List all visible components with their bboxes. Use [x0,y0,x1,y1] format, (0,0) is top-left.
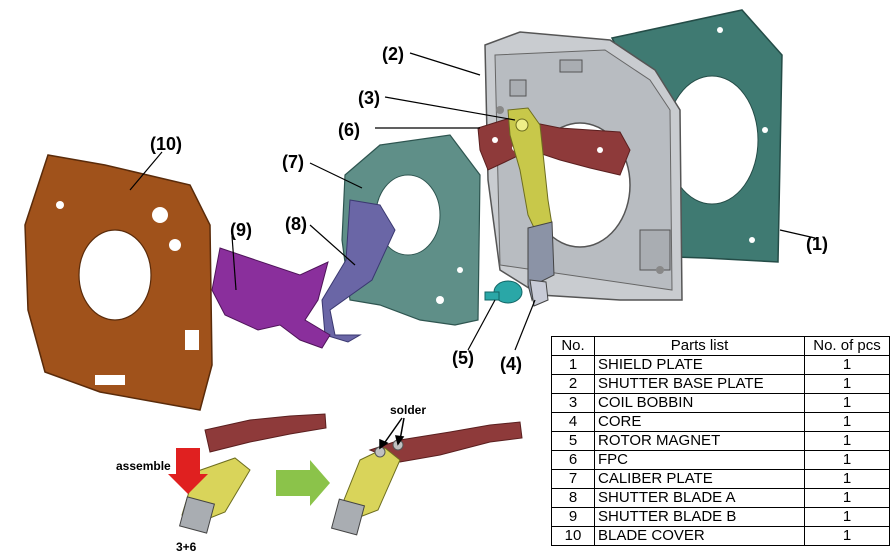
callout-8: (8) [285,214,307,234]
callout-2: (2) [382,44,404,64]
part-count: 1 [804,526,890,546]
callout-5: (5) [452,348,474,368]
part-count: 1 [804,450,890,470]
part-number: 5 [551,431,595,451]
callout-3: (3) [358,88,380,108]
callout-9: (9) [230,220,252,240]
callout-4: (4) [500,354,522,374]
part-name: ROTOR MAGNET [594,431,805,451]
part-number: 1 [551,355,595,375]
column-header-pcs: No. of pcs [804,336,890,356]
part-count: 1 [804,507,890,527]
part-name: CALIBER PLATE [594,469,805,489]
part-count: 1 [804,469,890,489]
part-count: 1 [804,488,890,508]
part-name: BLADE COVER [594,526,805,546]
shutter-blade-a [321,199,396,343]
part-count: 1 [804,374,890,394]
callout-10: (10) [150,134,182,154]
part-name: SHUTTER BLADE A [594,488,805,508]
part-number: 10 [551,526,595,546]
callout-1: (1) [806,234,828,254]
blade-cover [24,154,213,411]
column-header-no: No. [551,336,595,356]
part-number: 4 [551,412,595,432]
rotor-magnet [484,280,523,304]
part-number: 8 [551,488,595,508]
part-name: SHIELD PLATE [594,355,805,375]
callout-7: (7) [282,152,304,172]
assemble-label: assemble [116,459,171,473]
combo-label: 3+6 [176,540,197,554]
callout-6: (6) [338,120,360,140]
part-name: COIL BOBBIN [594,393,805,413]
part-number: 2 [551,374,595,394]
table-header-row: No. Parts list No. of pcs [551,336,890,356]
coil-bobbin [507,107,553,233]
assembly-before [178,413,327,534]
solder-arrows [379,417,405,450]
part-name: FPC [594,450,805,470]
solder-label: solder [390,403,426,417]
assembly-after [330,421,523,536]
part-number: 3 [551,393,595,413]
part-name: SHUTTER BASE PLATE [594,374,805,394]
column-header-parts-list: Parts list [594,336,805,356]
part-number: 6 [551,450,595,470]
part-number: 9 [551,507,595,527]
part-count: 1 [804,431,890,451]
part-count: 1 [804,393,890,413]
shutter-blade-b [211,247,331,349]
leader-lines [129,52,816,351]
part-number: 7 [551,469,595,489]
part-name: SHUTTER BLADE B [594,507,805,527]
next-arrow-icon [276,460,330,506]
assemble-arrow-icon [168,448,208,494]
part-name: CORE [594,412,805,432]
core [527,221,555,307]
part-count: 1 [804,412,890,432]
part-count: 1 [804,355,890,375]
